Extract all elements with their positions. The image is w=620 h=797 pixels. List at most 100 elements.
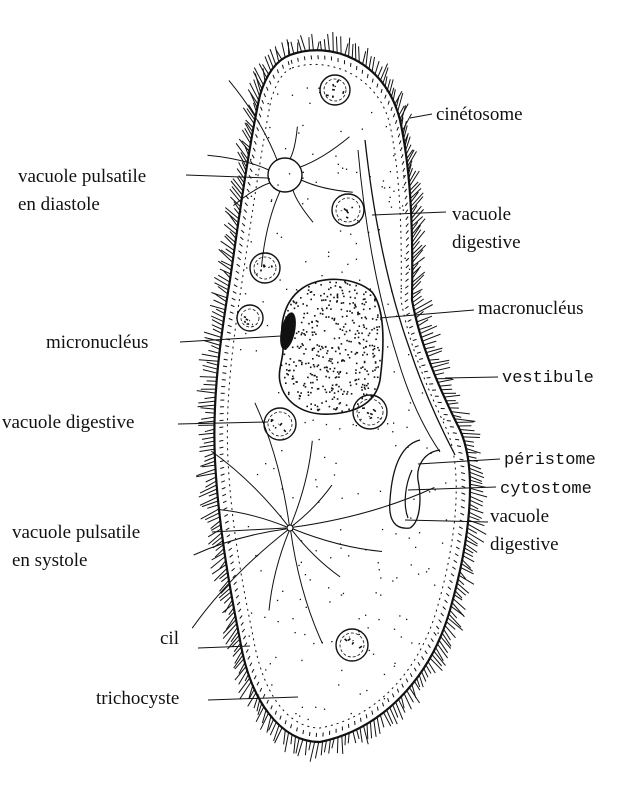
speckle — [292, 497, 293, 498]
trichocyst — [419, 359, 423, 360]
granule — [294, 337, 296, 339]
cilium — [201, 408, 215, 409]
trichocyst — [223, 501, 227, 503]
trichocyst — [461, 473, 465, 474]
granule — [363, 347, 365, 349]
trichocyst — [366, 714, 367, 718]
granule — [321, 402, 323, 404]
cilium — [245, 128, 252, 139]
cilium — [461, 433, 480, 434]
trichocyst — [257, 682, 259, 686]
speckle — [340, 543, 341, 544]
trichocyst — [450, 427, 454, 428]
cilium — [415, 305, 433, 315]
cytostome — [405, 470, 412, 518]
granule — [312, 358, 314, 360]
speckle — [251, 196, 252, 197]
granule — [359, 325, 361, 327]
speckle — [386, 90, 387, 91]
granule — [359, 343, 361, 345]
cilium — [417, 316, 432, 322]
granule — [303, 385, 305, 387]
trichocyst — [291, 724, 292, 728]
granule — [336, 301, 338, 303]
cilium — [411, 197, 423, 211]
speckle — [273, 425, 274, 426]
cilium — [412, 257, 424, 266]
granule — [349, 330, 351, 332]
food-vacuoles — [237, 75, 387, 661]
speckle — [329, 601, 330, 602]
cilium — [412, 217, 423, 227]
speckle — [268, 103, 269, 104]
trichocyst — [245, 643, 247, 646]
speckle — [391, 290, 392, 291]
granule — [304, 313, 306, 315]
label-trichocyste: trichocyste — [96, 688, 179, 709]
granule — [324, 367, 326, 369]
cilium — [468, 520, 484, 526]
granule — [318, 355, 320, 357]
speckle — [393, 191, 394, 192]
granule — [362, 384, 364, 386]
trichocyst — [406, 265, 409, 268]
speckle — [392, 431, 393, 432]
granule — [364, 304, 366, 306]
granule — [357, 312, 359, 314]
trichocyst — [220, 461, 224, 462]
cilium — [422, 334, 440, 341]
trichocyst — [402, 684, 404, 688]
granule — [294, 308, 296, 310]
speckle — [406, 619, 407, 620]
speckle — [270, 663, 271, 664]
speckle — [305, 574, 306, 575]
food-vacuole — [250, 253, 280, 283]
granule — [310, 392, 312, 394]
granule — [317, 321, 319, 323]
granule — [286, 373, 288, 375]
granule — [359, 372, 361, 374]
trichocyst — [291, 60, 292, 64]
granule — [314, 404, 316, 406]
granule — [333, 371, 335, 373]
cilium — [435, 373, 444, 375]
granule — [330, 308, 332, 310]
granule — [377, 329, 379, 331]
cilium — [221, 261, 232, 266]
cilium — [198, 401, 215, 403]
cilium — [211, 346, 220, 350]
label-macronucleus: macronucléus — [478, 298, 584, 319]
cilium — [409, 688, 419, 704]
cilium — [366, 48, 368, 67]
cilium — [360, 728, 362, 743]
speckle — [305, 261, 306, 262]
cilium — [198, 421, 214, 423]
speckle — [281, 237, 282, 238]
granule — [346, 404, 348, 406]
cilium — [448, 403, 459, 404]
trichocyst — [422, 656, 424, 659]
speckle — [410, 402, 411, 403]
granule — [338, 376, 340, 378]
speckle — [353, 424, 354, 425]
granule — [339, 286, 341, 288]
speckle — [240, 349, 241, 350]
granule — [339, 353, 341, 355]
trichocyst — [243, 216, 246, 219]
trichocyst — [223, 366, 227, 367]
granule — [335, 285, 337, 287]
granule — [284, 377, 286, 379]
radiating-canal — [293, 190, 313, 222]
granule — [363, 393, 365, 395]
speckle — [384, 187, 385, 188]
cilium — [204, 332, 221, 337]
trichocyst — [235, 589, 238, 592]
granule — [329, 391, 331, 393]
cilium — [301, 35, 306, 51]
granule — [347, 283, 349, 285]
trichocyst — [439, 620, 442, 623]
cilium — [205, 397, 216, 399]
speckle — [422, 392, 423, 393]
granule — [364, 361, 366, 363]
granule — [295, 365, 297, 367]
